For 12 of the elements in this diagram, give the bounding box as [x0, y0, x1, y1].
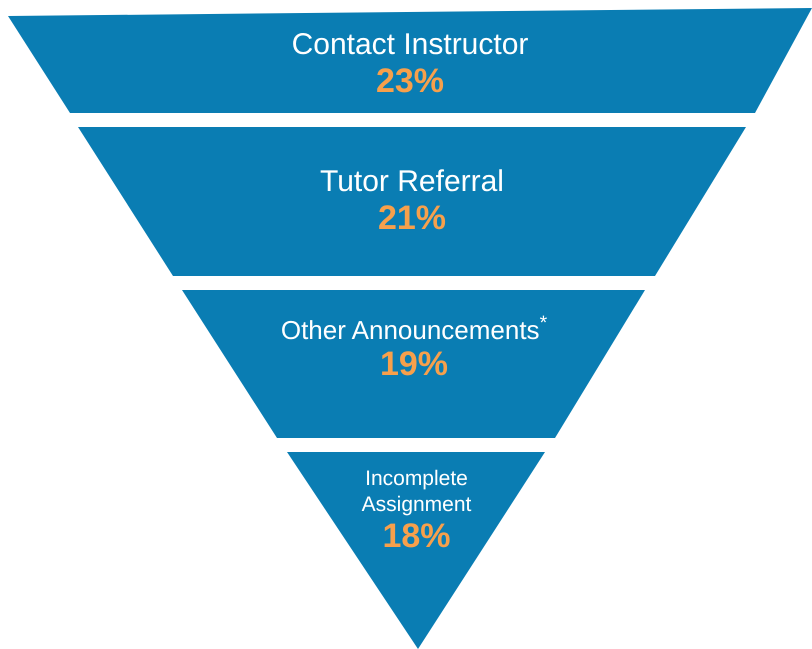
percentage-value: 21% — [378, 200, 446, 234]
percentage-value: 18% — [382, 518, 451, 552]
segment-label: Incomplete Assignment — [360, 466, 472, 518]
percentage-value: 19% — [380, 346, 448, 380]
segment-label: Contact Instructor — [292, 27, 528, 63]
funnel-segment — [8, 8, 812, 114]
funnel-segment — [78, 127, 746, 277]
segment-label: Tutor Referral — [320, 164, 504, 200]
funnel-segment — [182, 290, 646, 439]
funnel-segment — [287, 452, 546, 649]
percentage-value: 23% — [376, 64, 444, 98]
segment-label: Other Announcements$^{*}$ — [280, 314, 548, 346]
